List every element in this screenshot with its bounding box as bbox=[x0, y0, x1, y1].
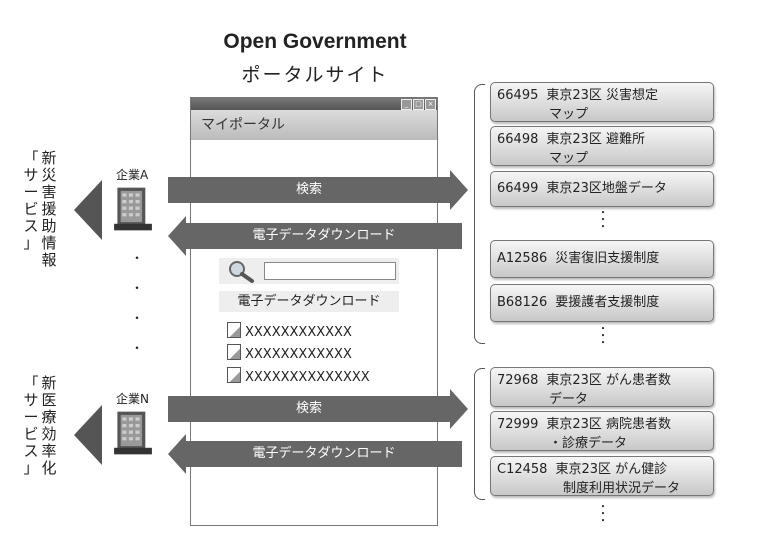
arrow-left-icon bbox=[168, 434, 186, 474]
portal-window: _ □ × マイポータル 電子データダウンロード XXXXXXXXXXXX XX… bbox=[190, 97, 438, 526]
pdf-icon bbox=[227, 322, 241, 338]
download-arrow-n: 電子データダウンロード bbox=[168, 434, 462, 474]
file-item[interactable]: XXXXXXXXXXXX bbox=[227, 344, 352, 362]
search-arrow-label: 検索 bbox=[168, 396, 450, 422]
download-arrow-label: 電子データダウンロード bbox=[186, 441, 462, 467]
bracket-group1 bbox=[474, 84, 485, 344]
service-label-disaster: 「 bbox=[23, 149, 39, 167]
company-n-label: 企業N bbox=[116, 392, 149, 406]
diagram-title: Open Government bbox=[223, 30, 407, 53]
search-arrow-n: 検索 bbox=[168, 389, 468, 429]
search-input[interactable] bbox=[264, 262, 396, 280]
building-icon bbox=[114, 411, 152, 455]
service-label-disaster-col1: 新災害 援助情 報 bbox=[41, 149, 57, 269]
ellipsis-dots: ・ ・・ bbox=[598, 208, 608, 233]
file-item[interactable]: XXXXXXXXXXXX bbox=[227, 322, 352, 340]
file-name: XXXXXXXXXXXX bbox=[245, 325, 352, 340]
download-arrow-a: 電子データダウンロード bbox=[168, 216, 462, 256]
service-pointer-icon bbox=[74, 180, 102, 240]
window-titlebar: _ □ × bbox=[191, 98, 437, 110]
search-icon[interactable] bbox=[225, 259, 257, 283]
service-label-medical-col2: サービ ス」 bbox=[23, 391, 39, 477]
arrow-right-icon bbox=[450, 389, 468, 429]
search-arrow-a: 検索 bbox=[168, 170, 468, 210]
building-icon bbox=[114, 187, 152, 231]
service-label-medical: 「 bbox=[23, 374, 39, 392]
ellipsis-dots: ・ ・・ bbox=[598, 324, 608, 349]
download-arrow-label: 電子データダウンロード bbox=[186, 223, 462, 249]
file-name: XXXXXXXXXXXXXX bbox=[245, 370, 370, 385]
pdf-icon bbox=[227, 367, 241, 383]
ellipsis-dots: ・ ・・ bbox=[598, 502, 608, 527]
company-a-label: 企業A bbox=[116, 168, 149, 182]
search-arrow-label: 検索 bbox=[168, 177, 450, 203]
diagram-subtitle: ポータルサイト bbox=[241, 64, 389, 86]
ellipsis-dots: ・・・・ bbox=[131, 251, 144, 355]
file-item[interactable]: XXXXXXXXXXXXXX bbox=[227, 367, 370, 385]
portal-header: マイポータル bbox=[191, 110, 437, 140]
bracket-group2 bbox=[474, 368, 485, 500]
maximize-icon[interactable]: □ bbox=[413, 99, 424, 110]
service-pointer-icon bbox=[74, 405, 102, 465]
download-label: 電子データダウンロード bbox=[219, 291, 399, 312]
service-label-medical-col1: 新医療 効率化 bbox=[41, 374, 57, 477]
pdf-icon bbox=[227, 344, 241, 360]
minimize-icon[interactable]: _ bbox=[401, 99, 412, 110]
close-icon[interactable]: × bbox=[425, 99, 436, 110]
service-label-disaster-col2: サービ ス」 bbox=[23, 166, 39, 252]
file-name: XXXXXXXXXXXX bbox=[245, 347, 352, 362]
arrow-left-icon bbox=[168, 216, 186, 256]
search-box bbox=[219, 258, 399, 284]
arrow-right-icon bbox=[450, 170, 468, 210]
